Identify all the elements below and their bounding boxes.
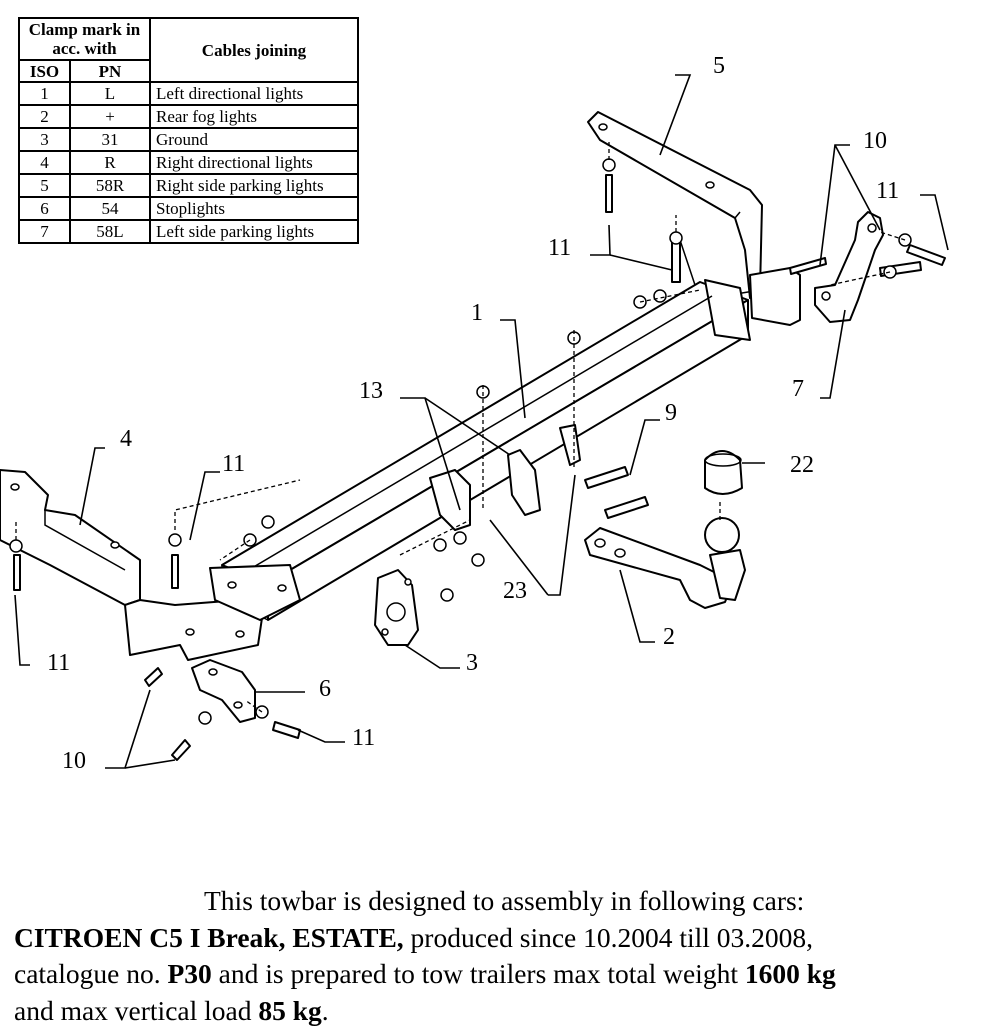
cell-description: Stoplights (149, 196, 359, 221)
cell-pn: R (69, 150, 151, 175)
callout-10: 10 (863, 128, 887, 154)
callout-5: 5 (713, 53, 725, 79)
callout-numbers: 1 2 3 4 5 6 7 9 10 10 11 11 11 11 11 13 … (47, 53, 899, 774)
table-row: 7 58L Left side parking lights (18, 219, 359, 244)
catalogue-line: catalogue no. P30 and is prepared to tow… (14, 956, 989, 993)
callout-7: 7 (792, 376, 804, 402)
tow-text: and is prepared to tow trailers max tota… (211, 958, 745, 989)
vertical-load: 85 kg (258, 994, 322, 1026)
callout-11: 11 (222, 451, 245, 477)
callout-6: 6 (319, 676, 331, 702)
vehicle-application-text: This towbar is designed to assembly in f… (14, 883, 989, 1029)
table-row: 5 58R Right side parking lights (18, 173, 359, 198)
callout-11: 11 (352, 725, 375, 751)
cell-iso: 1 (18, 81, 71, 106)
bracket-4-left (0, 469, 301, 661)
socket-bracket-13 (429, 424, 581, 531)
cell-description: Ground (149, 127, 359, 152)
header-clamp-mark: Clamp mark in acc. with (18, 17, 151, 61)
plate-7-right (749, 211, 884, 326)
cell-iso: 5 (18, 173, 71, 198)
cell-iso: 2 (18, 104, 71, 129)
header-pn: PN (69, 59, 151, 83)
ball-cover-22 (704, 450, 743, 495)
vertical-load-line: and max vertical load 85 kg. (14, 993, 989, 1030)
cell-pn: 54 (69, 196, 151, 221)
header-iso: ISO (18, 59, 71, 83)
callout-10: 10 (62, 748, 86, 774)
cell-description: Left side parking lights (149, 219, 359, 244)
callout-13: 13 (359, 378, 383, 404)
max-weight: 1600 kg (744, 958, 836, 989)
callout-3: 3 (466, 650, 478, 676)
callout-4: 4 (120, 426, 132, 452)
catalogue-number: P30 (167, 958, 212, 989)
cell-description: Right side parking lights (149, 173, 359, 198)
table-row: 3 31 Ground (18, 127, 359, 152)
cell-pn: 31 (69, 127, 151, 152)
table-row: 2 + Rear fog lights (18, 104, 359, 129)
callout-11: 11 (548, 235, 571, 261)
cell-description: Left directional lights (149, 81, 359, 106)
callout-2: 2 (663, 624, 675, 650)
table-row: 4 R Right directional lights (18, 150, 359, 175)
table-row: 6 54 Stoplights (18, 196, 359, 221)
assembly-lines (15, 140, 906, 713)
cell-description: Right directional lights (149, 150, 359, 175)
callout-22: 22 (790, 452, 814, 478)
leader-lines (14, 74, 949, 769)
production-period: produced since 10.2004 till 03.2008, (403, 921, 814, 953)
cell-pn: + (69, 104, 151, 129)
towball-neck-2 (584, 517, 746, 609)
bracket-6 (191, 659, 256, 723)
period: . (321, 994, 329, 1026)
wiring-table: Clamp mark in acc. with Cables joining I… (18, 17, 359, 244)
cell-pn: 58L (69, 219, 151, 244)
header-cables-joining: Cables joining (149, 17, 359, 83)
model-line: CITROEN C5 I Break, ESTATE, produced sin… (14, 920, 989, 957)
catalogue-label: catalogue no. (14, 958, 168, 989)
callout-23: 23 (503, 578, 527, 604)
cell-iso: 4 (18, 150, 71, 175)
cell-iso: 7 (18, 219, 71, 244)
towbar-exploded-drawing: 1 2 3 4 5 6 7 9 10 10 11 11 11 11 11 1 3 … (0, 53, 949, 774)
cell-iso: 6 (18, 196, 71, 221)
cell-iso: 3 (18, 127, 71, 152)
car-model: CITROEN C5 I Break, ESTATE, (14, 921, 404, 953)
callout-9: 9 (665, 400, 677, 426)
bracket-5-right (587, 111, 763, 301)
cell-pn: L (69, 81, 151, 106)
vertical-label: and max vertical load (14, 994, 259, 1026)
intro-line: This towbar is designed to assembly in f… (204, 885, 805, 916)
cell-description: Rear fog lights (149, 104, 359, 129)
callout-11: 11 (876, 178, 899, 204)
cell-pn: 58R (69, 173, 151, 198)
table-row: 1 L Left directional lights (18, 81, 359, 106)
callout-11: 11 (47, 650, 70, 676)
callout-1: 1 (471, 300, 483, 326)
socket-plate-3 (374, 569, 419, 646)
